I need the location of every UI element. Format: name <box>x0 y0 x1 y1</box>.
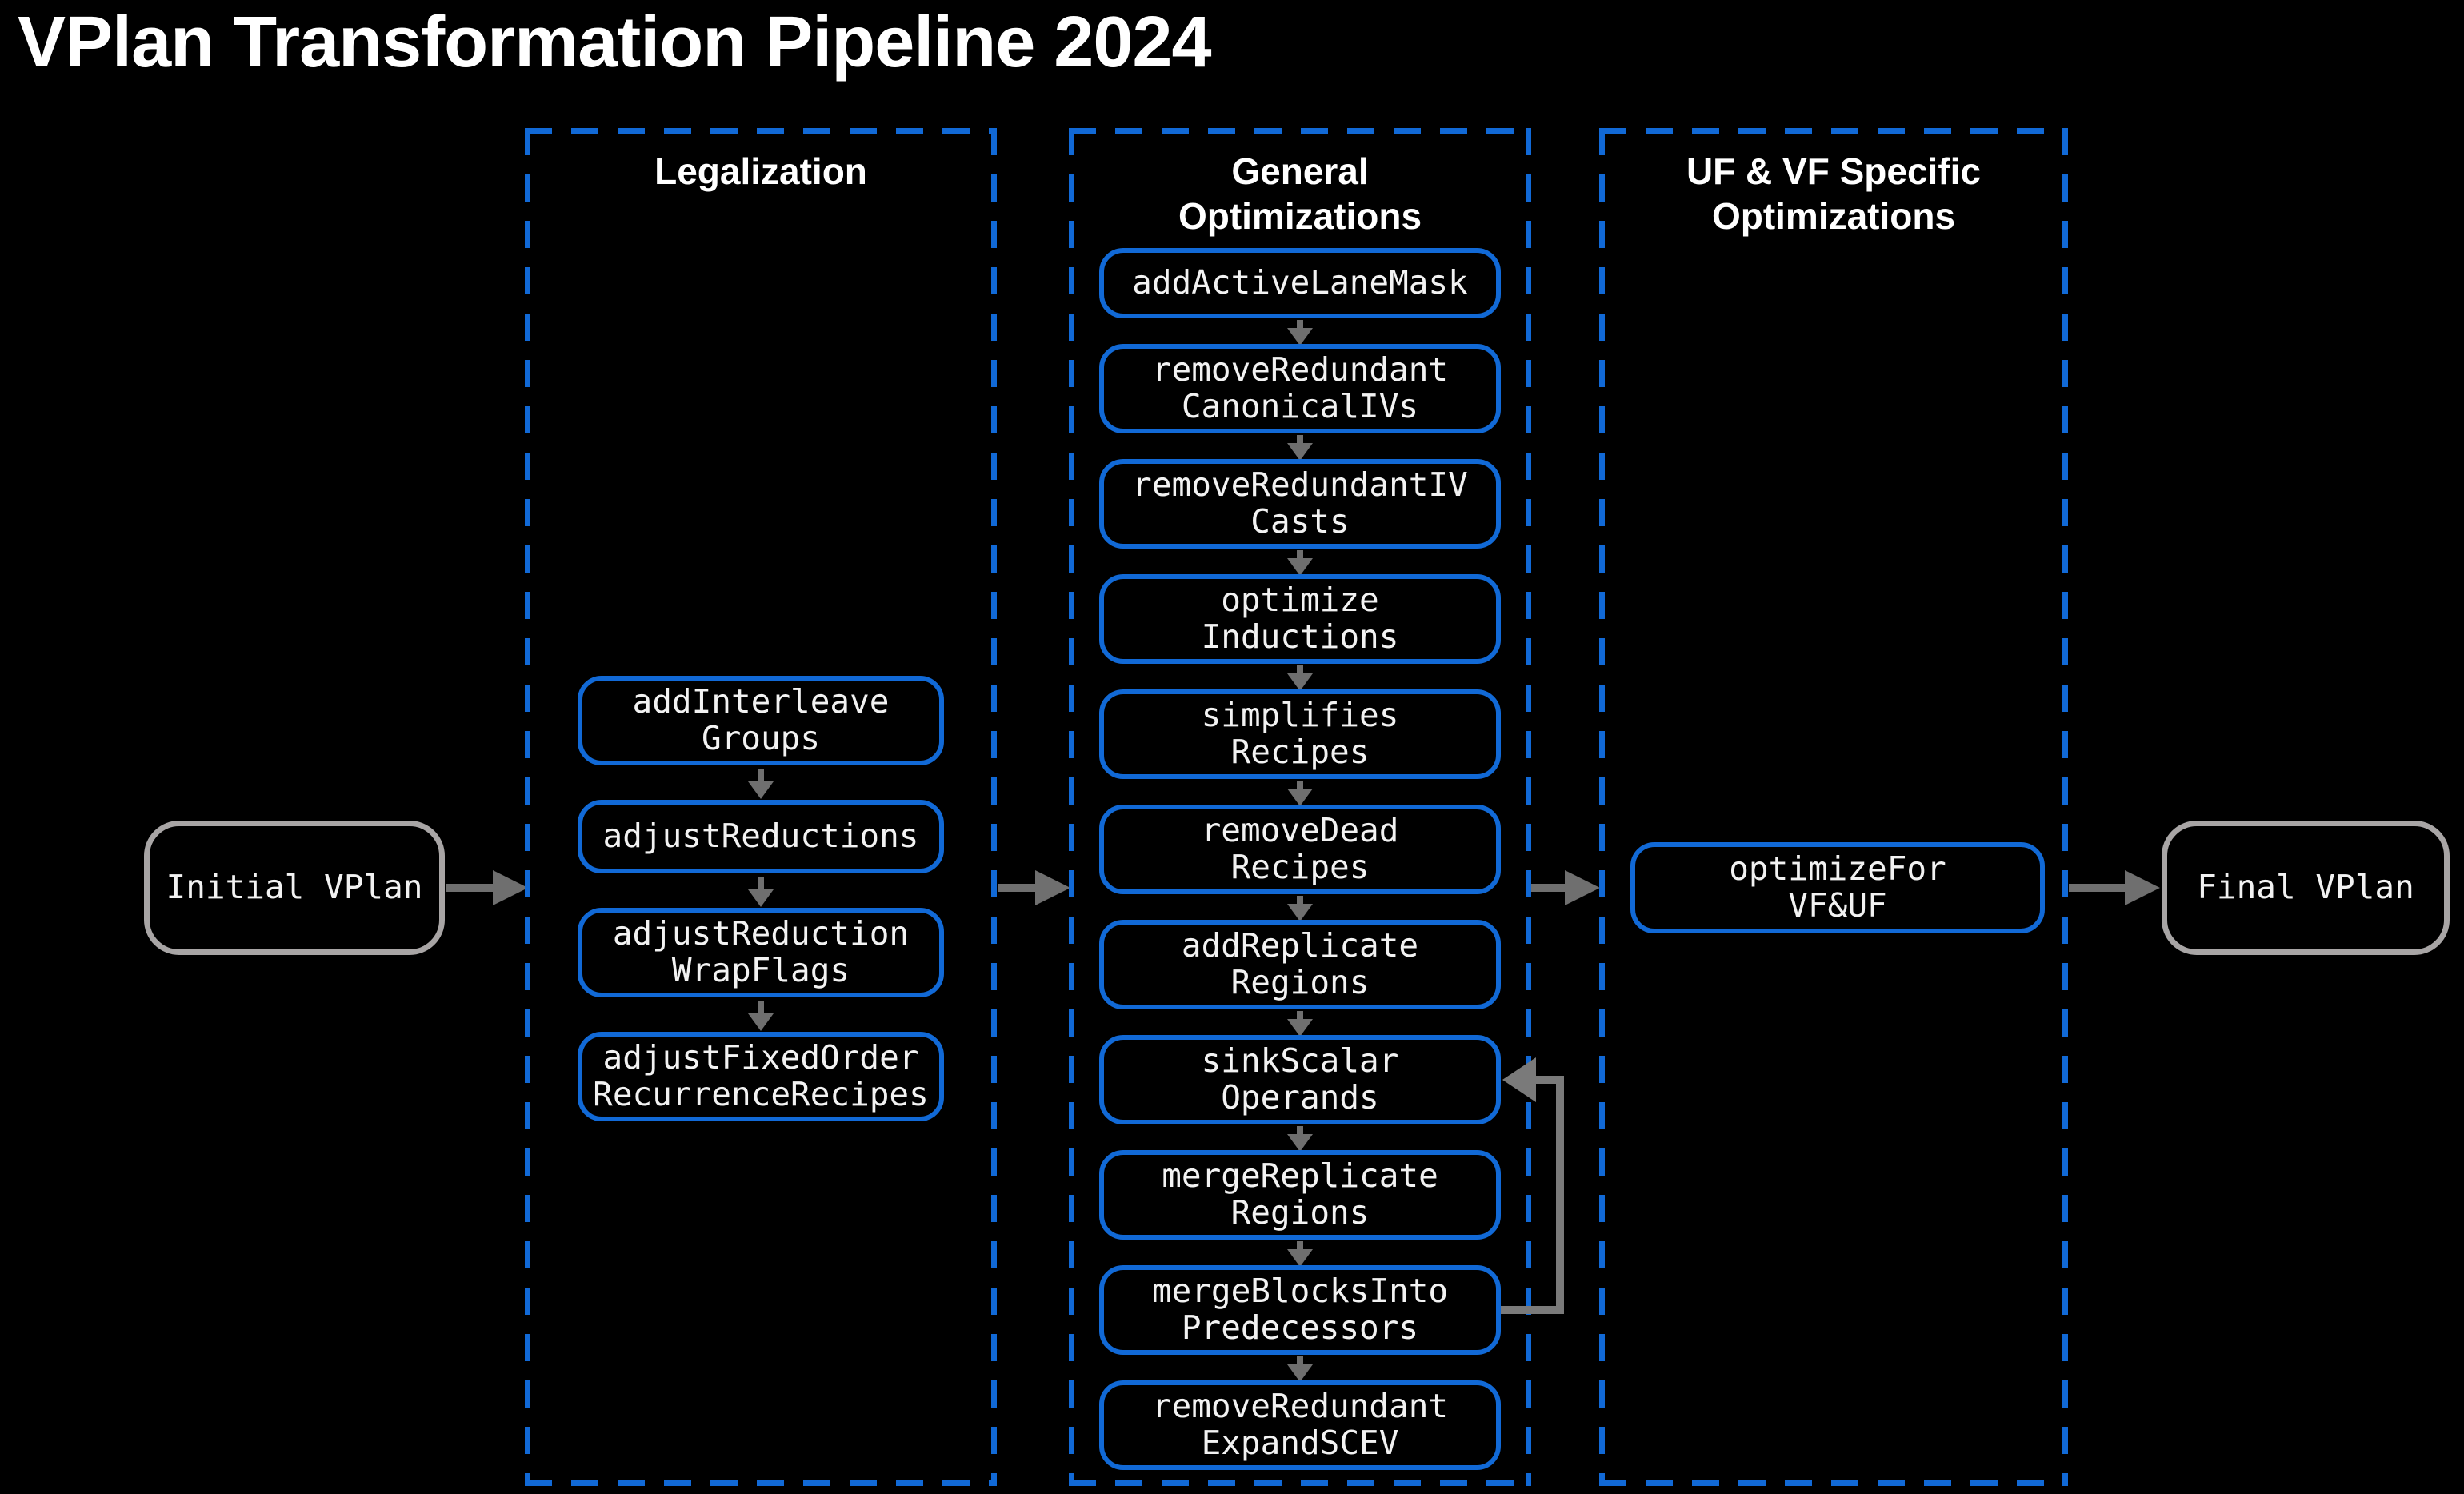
column-legalization-title: Legalization <box>654 150 867 192</box>
step-optimize-inductions: optimize Inductions <box>1099 574 1501 664</box>
step-remove-redundant-expand-scev: removeRedundant ExpandSCEV <box>1099 1380 1501 1470</box>
arrow-stem <box>1297 1011 1303 1019</box>
arrow-head-down-icon <box>1287 558 1313 576</box>
arrow-stem <box>1297 435 1303 443</box>
arrow-head-right-icon <box>2125 870 2160 905</box>
arrow-stem <box>1297 665 1303 673</box>
arrow-stem <box>1297 896 1303 904</box>
loop-arrow-vertical-segment <box>1556 1076 1564 1314</box>
step-add-active-lane-mask: addActiveLaneMask <box>1099 248 1501 318</box>
arrow-head-down-icon <box>1287 443 1313 461</box>
arrow-stem <box>758 1001 764 1013</box>
step-remove-redundant-iv-casts: removeRedundantIV Casts <box>1099 459 1501 549</box>
step-merge-blocks-into-predecessors: mergeBlocksInto Predecessors <box>1099 1265 1501 1355</box>
page-title: VPlan Transformation Pipeline 2024 <box>18 2 1212 82</box>
step-adjust-reductions: adjustReductions <box>578 800 944 873</box>
arrow-head-down-icon <box>1287 673 1313 691</box>
arrow-stem <box>758 769 764 781</box>
step-merge-replicate-regions: mergeReplicate Regions <box>1099 1150 1501 1240</box>
step-simplifies-recipes: simplifies Recipes <box>1099 689 1501 779</box>
arrow-head-down-icon <box>1287 1364 1313 1382</box>
arrow-stem <box>998 884 1035 892</box>
arrow-stem <box>2069 884 2125 892</box>
arrow-head-down-icon <box>748 1013 774 1031</box>
arrow-head-down-icon <box>1287 1134 1313 1152</box>
arrow-head-down-icon <box>1287 1249 1313 1267</box>
arrow-head-down-icon <box>1287 789 1313 806</box>
arrow-stem <box>1297 320 1303 328</box>
arrow-stem <box>446 884 493 892</box>
arrow-head-right-icon <box>1035 870 1070 905</box>
arrow-head-right-icon <box>1565 870 1600 905</box>
flow-arrow-initial-to-legalization <box>446 856 528 920</box>
arrow-stem <box>1297 550 1303 558</box>
flow-arrow-legalization-to-general <box>998 856 1070 920</box>
arrow-stem <box>1297 1241 1303 1249</box>
step-adjust-fixed-order-recurrence-recipes: adjustFixedOrder RecurrenceRecipes <box>578 1032 944 1121</box>
arrow-head-right-icon <box>493 870 528 905</box>
arrow-stem <box>1297 781 1303 789</box>
step-add-interleave-groups: addInterleave Groups <box>578 676 944 765</box>
column-ufvf-optimizations-title: UF & VF Specific Optimizations <box>1686 150 1982 238</box>
step-adjust-reduction-wrap-flags: adjustReduction WrapFlags <box>578 908 944 997</box>
arrow-head-down-icon <box>748 781 774 799</box>
step-remove-dead-recipes: removeDead Recipes <box>1099 805 1501 894</box>
arrow-head-down-icon <box>748 889 774 907</box>
loop-arrow-bottom-segment <box>1501 1306 1564 1314</box>
step-optimize-for-vf-uf: optimizeFor VF&UF <box>1630 842 2045 933</box>
loop-arrow-top-segment <box>1536 1076 1556 1084</box>
arrow-stem <box>1531 884 1565 892</box>
flow-arrow-ufvf-to-final <box>2069 856 2160 920</box>
step-add-replicate-regions: addReplicate Regions <box>1099 920 1501 1009</box>
arrow-head-down-icon <box>1287 1019 1313 1037</box>
arrow-stem <box>1297 1126 1303 1134</box>
node-initial-vplan: Initial VPlan <box>144 821 445 955</box>
step-remove-redundant-canonical-ivs: removeRedundant CanonicalIVs <box>1099 344 1501 433</box>
arrow-stem <box>758 877 764 889</box>
arrow-head-down-icon <box>1287 328 1313 346</box>
flow-arrow-general-to-ufvf <box>1531 856 1600 920</box>
node-final-vplan: Final VPlan <box>2162 821 2450 955</box>
arrow-head-down-icon <box>1287 904 1313 921</box>
step-sink-scalar-operands: sinkScalar Operands <box>1099 1035 1501 1124</box>
column-ufvf-optimizations: UF & VF Specific Optimizations <box>1599 128 2068 1486</box>
arrow-head-left-icon <box>1502 1057 1536 1102</box>
arrow-stem <box>1297 1356 1303 1364</box>
column-general-optimizations-title: General Optimizations <box>1178 150 1422 238</box>
